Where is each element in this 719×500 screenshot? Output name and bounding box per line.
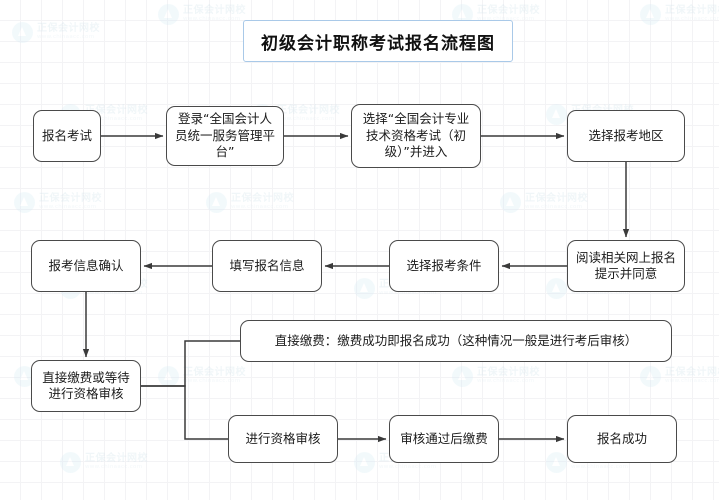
triangle-logo-icon (640, 366, 661, 387)
watermark: 正保会计网校 www.chinaacc.com (158, 4, 246, 25)
watermark: 正保会计网校 www.chinaacc.com (206, 192, 294, 213)
node-jiaofei-huo-shenhe[interactable]: 直接缴费或等待进行资格审核 (31, 360, 141, 412)
watermark: 正保会计网校 www.chinaacc.com (14, 192, 102, 213)
node-label: 选择报考条件 (406, 257, 482, 273)
node-label: 直接缴费或等待进行资格审核 (42, 369, 130, 402)
node-label: 报考信息确认 (48, 257, 124, 273)
watermark: 正保会计网校 www.chinaacc.com (640, 366, 719, 387)
watermark-url: www.chinaacc.com (379, 463, 437, 470)
watermark: 正保会计网校 www.chinaacc.com (640, 4, 719, 25)
node-xuanze-diqu[interactable]: 选择报考地区 (567, 110, 685, 162)
watermark: 正保会计网校 www.chinaacc.com (12, 22, 100, 43)
node-denglu-pingtai[interactable]: 登录“全国会计人员统一服务管理平台” (166, 106, 284, 166)
triangle-logo-icon (206, 192, 227, 213)
watermark-brand: 正保会计网校 (85, 453, 148, 465)
watermark-brand: 正保会计网校 (277, 105, 340, 117)
watermark-url: www.chinaacc.com (477, 377, 535, 384)
triangle-logo-icon (12, 22, 33, 43)
watermark: 正保会计网校 www.chinaacc.com (452, 366, 540, 387)
node-label: 登录“全国会计人员统一服务管理平台” (174, 111, 275, 160)
watermark-brand: 正保会计网校 (665, 5, 719, 17)
watermark: 正保会计网校 www.chinaacc.com (500, 192, 588, 213)
triangle-logo-icon (60, 452, 81, 473)
watermark-brand: 正保会计网校 (477, 367, 540, 379)
triangle-logo-icon (500, 192, 521, 213)
node-baoming-kaoshi[interactable]: 报名考试 (33, 110, 101, 162)
watermark-url: www.chinaacc.com (37, 33, 95, 40)
edge-n9-n11 (141, 385, 228, 440)
watermark-brand: 正保会计网校 (477, 5, 540, 17)
watermark-url: www.chinaacc.com (183, 377, 241, 384)
chart-title-box: 初级会计职称考试报名流程图 (243, 20, 513, 62)
watermark-url: www.chinaacc.com (85, 463, 143, 470)
watermark-url: www.chinaacc.com (525, 203, 583, 210)
node-label: 阅读相关网上报名提示并同意 (575, 249, 676, 282)
node-tianxie-xinxi[interactable]: 填写报名信息 (212, 240, 322, 292)
node-label: 进行资格审核 (245, 430, 321, 446)
triangle-logo-icon (354, 452, 375, 473)
node-xuanze-tiaojian[interactable]: 选择报考条件 (389, 240, 499, 292)
watermark-brand: 正保会计网校 (183, 367, 246, 379)
node-yuedu-tishi[interactable]: 阅读相关网上报名提示并同意 (567, 240, 685, 292)
triangle-logo-icon (158, 4, 179, 25)
triangle-logo-icon (546, 278, 567, 299)
triangle-logo-icon (158, 366, 179, 387)
triangle-logo-icon (14, 192, 35, 213)
node-label: 选择“全国会计专业技术资格考试（初级）”并进入 (362, 111, 470, 160)
watermark: 正保会计网校 www.chinaacc.com (158, 366, 246, 387)
watermark-brand: 正保会计网校 (183, 5, 246, 17)
node-label: 选择报考地区 (588, 127, 664, 143)
node-zhijie-jiaofei-shuoming[interactable]: 直接缴费：缴费成功即报名成功（这种情况一般是进行考后审核） (240, 320, 672, 362)
page-title: 初级会计职称考试报名流程图 (261, 33, 495, 54)
node-label: 填写报名信息 (229, 257, 305, 273)
watermark-brand: 正保会计网校 (525, 193, 588, 205)
watermark-brand: 正保会计网校 (37, 23, 100, 35)
triangle-logo-icon (354, 278, 375, 299)
watermark-url: www.chinaacc.com (277, 115, 335, 122)
node-shenhe-tongguo-jiaofei[interactable]: 审核通过后缴费 (389, 415, 499, 463)
node-label: 审核通过后缴费 (400, 430, 488, 446)
watermark-url: www.chinaacc.com (665, 15, 719, 22)
watermark-url: www.chinaacc.com (231, 203, 289, 210)
triangle-logo-icon (452, 366, 473, 387)
watermark-brand: 正保会计网校 (39, 193, 102, 205)
edge-n9-n10 (141, 340, 240, 387)
node-label: 报名成功 (596, 430, 647, 446)
triangle-logo-icon (546, 104, 567, 125)
node-baoming-chenggong[interactable]: 报名成功 (567, 415, 677, 463)
node-jinxing-zige-shenhe[interactable]: 进行资格审核 (228, 415, 338, 463)
watermark-url: www.chinaacc.com (39, 203, 97, 210)
watermark-brand: 正保会计网校 (231, 193, 294, 205)
watermark-brand: 正保会计网校 (665, 367, 719, 379)
node-xinxi-queren[interactable]: 报考信息确认 (31, 240, 141, 292)
triangle-logo-icon (640, 4, 661, 25)
node-label: 直接缴费：缴费成功即报名成功（这种情况一般是进行考后审核） (274, 332, 638, 348)
watermark: 正保会计网校 www.chinaacc.com (60, 452, 148, 473)
node-label: 报名考试 (41, 127, 92, 143)
watermark-url: www.chinaacc.com (183, 15, 241, 22)
watermark-url: www.chinaacc.com (571, 463, 629, 470)
triangle-logo-icon (546, 452, 567, 473)
watermark-url: www.chinaacc.com (665, 377, 719, 384)
node-xuanze-kaoshi[interactable]: 选择“全国会计专业技术资格考试（初级）”并进入 (351, 104, 481, 168)
